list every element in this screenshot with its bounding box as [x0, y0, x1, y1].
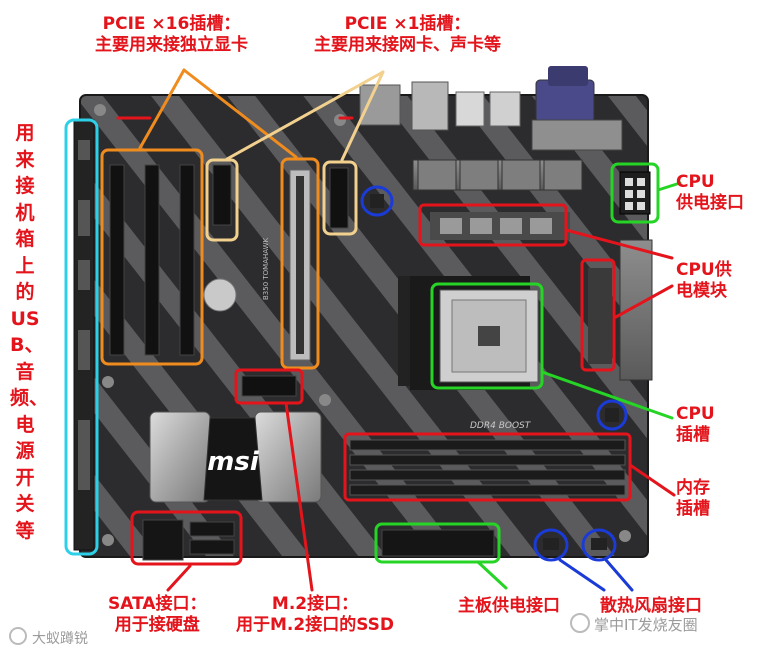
cpu-vrm-line2: 电模块 — [676, 281, 727, 302]
pcie-x1-title: PCIE ×1插槽： — [344, 14, 471, 34]
wechat-icon — [570, 613, 590, 633]
watermark-left: 大蚁蹲锐 — [32, 631, 88, 647]
vrm-heatsink-top — [412, 159, 583, 240]
m2-line2: 用于M.2接口的SSD — [236, 615, 395, 636]
pcie-x16-slots — [109, 164, 311, 361]
sata-ports — [142, 519, 235, 561]
memory-line1: 内存 — [676, 478, 710, 498]
usb-header-label: 用来接机箱上的USB、音频、电源开关等 — [10, 122, 49, 542]
memory-slots — [349, 439, 626, 496]
board-print-model: B350 TOMAHAWK — [262, 237, 270, 300]
cpu-power-line1: CPU — [676, 172, 715, 192]
usb-header-annotation — [64, 118, 99, 556]
board-power-label: 主板供电接口 — [458, 596, 560, 616]
memory-label: 内存 插槽 — [676, 478, 710, 521]
cpu-power-connector — [619, 171, 651, 215]
green-annotations — [374, 162, 682, 590]
fan-header — [605, 408, 619, 422]
vrm-heatsink-right — [588, 239, 653, 381]
cpu-socket-line2: 插槽 — [676, 425, 710, 446]
cpu-vrm-label: CPU供 电模块 — [676, 260, 732, 303]
rear-io-ports — [359, 66, 623, 151]
pcie-x1-desc: 主要用来接网卡、声卡等 — [314, 35, 501, 56]
cpu-power-label: CPU 供电接口 — [676, 172, 744, 215]
m2-connector — [241, 375, 297, 397]
cpu-power-line2: 供电接口 — [676, 193, 744, 214]
m2-label: M.2接口： 用于M.2接口的SSD — [236, 594, 394, 637]
cpu-socket — [398, 276, 539, 390]
cmos-battery — [203, 278, 237, 312]
fan-label: 散热风扇接口 — [600, 596, 702, 616]
pcie-x16-label: PCIE ×16插槽： 主要用来接独立显卡 — [95, 14, 248, 57]
pcie-x16-annotation — [100, 68, 320, 370]
pcie-x16-desc: 主要用来接独立显卡 — [95, 35, 248, 56]
chipset-heatsink: msi — [149, 411, 322, 503]
board-print-memory: DDR4 BOOST — [470, 421, 532, 431]
front-panel-headers — [73, 119, 95, 551]
memory-line2: 插槽 — [676, 499, 710, 520]
cpu-vrm-line1: CPU供 — [676, 260, 732, 280]
cpu-socket-label: CPU 插槽 — [676, 404, 715, 447]
cpu-socket-line1: CPU — [676, 404, 715, 424]
fan-header — [591, 538, 607, 550]
fan-header — [370, 194, 384, 208]
fan-header — [543, 538, 559, 550]
red-annotations — [116, 116, 676, 592]
sata-line1: SATA接口： — [108, 594, 207, 614]
sata-line2: 用于接硬盘 — [114, 615, 200, 636]
pcie-x1-label: PCIE ×1插槽： 主要用来接网卡、声卡等 — [314, 14, 501, 57]
fan-annotation — [360, 185, 634, 592]
pcie-x1-annotation — [205, 70, 385, 242]
mounting-holes — [94, 104, 631, 546]
watermark-left-icon — [9, 627, 27, 645]
msi-logo: msi — [207, 447, 260, 477]
atx-power-connector — [381, 529, 495, 557]
pcie-x16-title: PCIE ×16插槽： — [102, 14, 241, 34]
pcie-x1-slots — [212, 164, 349, 229]
sata-label: SATA接口： 用于接硬盘 — [108, 594, 207, 637]
watermark-right: 掌中IT发烧友圈 — [594, 616, 698, 634]
m2-line1: M.2接口： — [271, 594, 359, 614]
